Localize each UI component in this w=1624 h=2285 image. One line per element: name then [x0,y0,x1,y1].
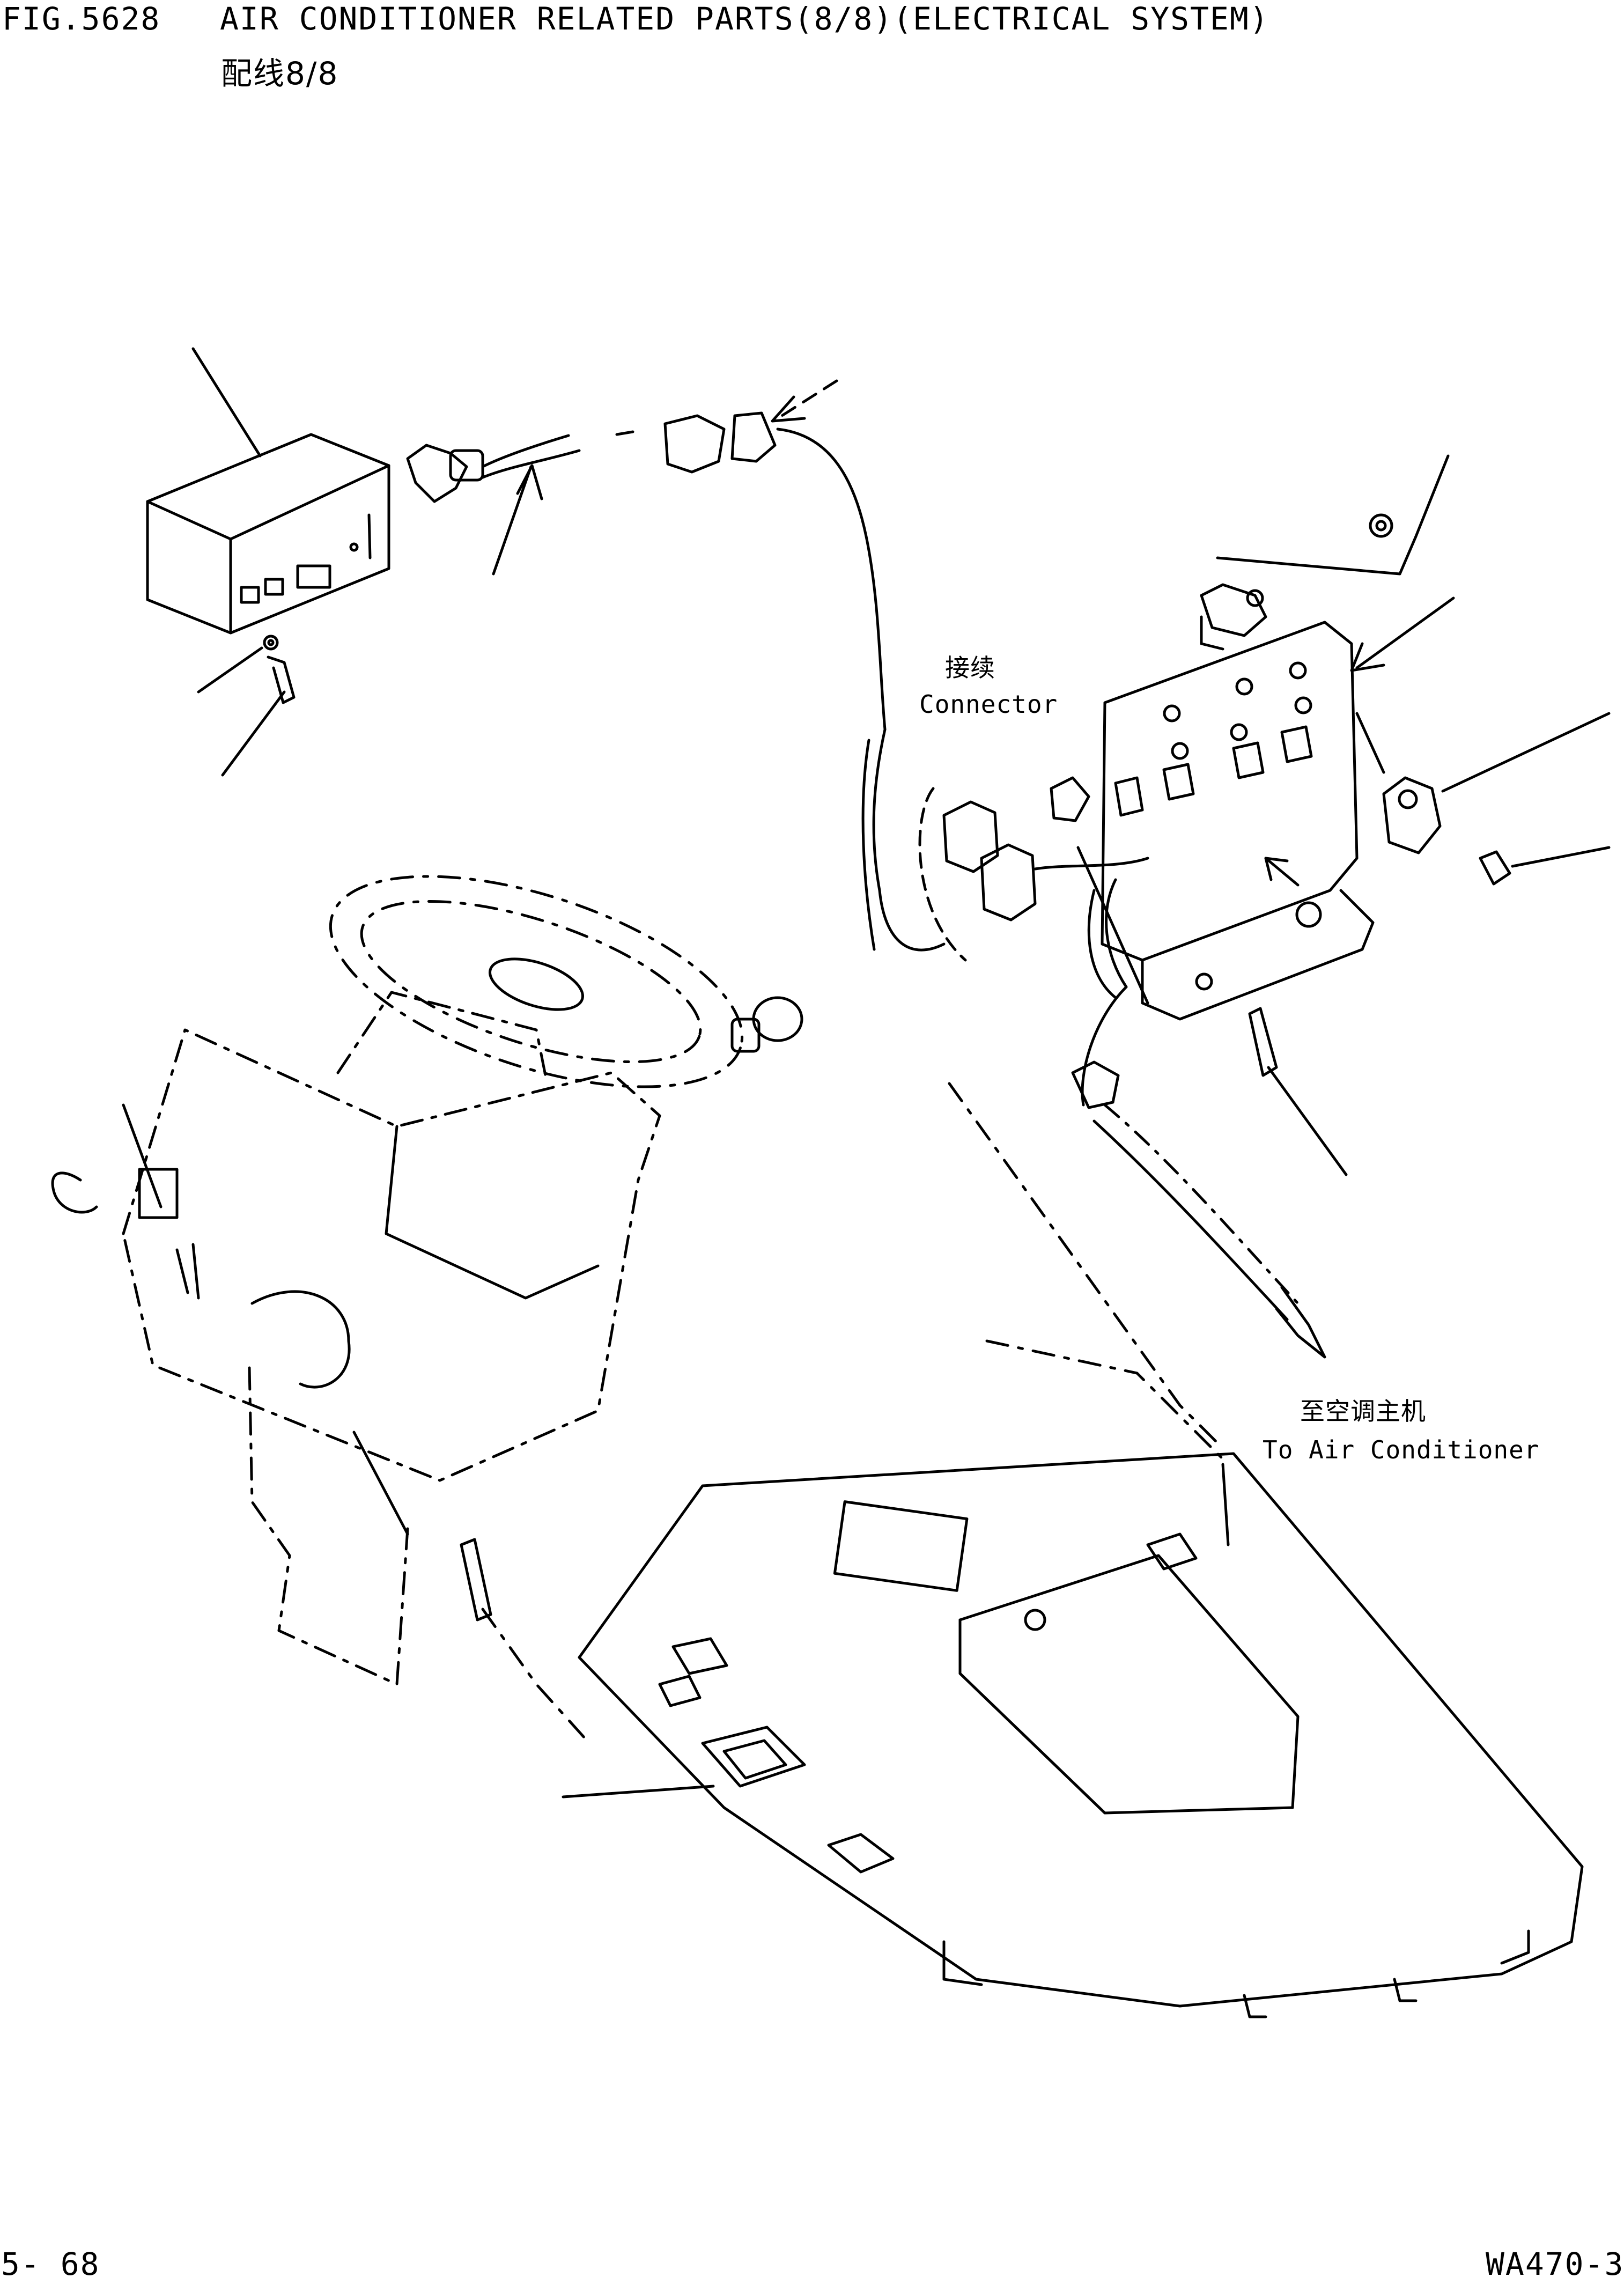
figure-number: FIG.5628 [2,1,161,37]
wiring-harness-top [406,379,887,731]
mounting-bolt [197,635,296,777]
connector-cluster [861,728,1326,1359]
steering-column [51,875,803,1686]
to-air-conditioner-label-zh: 至空调主机 [1300,1397,1426,1426]
relay-bracket [1076,454,1611,1176]
connector-label-zh: 接续 [945,653,995,682]
figure-title: AIR CONDITIONER RELATED PARTS(8/8)(ELECT… [220,1,1269,37]
to-air-conditioner-label: To Air Conditioner [1263,1435,1540,1464]
model-number: WA470-3 [1486,2246,1624,2282]
controller-box [146,347,390,635]
connector-label: Connector [919,690,1058,719]
dash-panel [481,1082,1584,2018]
page-number: 5- 68 [1,2246,100,2282]
figure-subtitle: 配线8/8 [221,55,339,92]
